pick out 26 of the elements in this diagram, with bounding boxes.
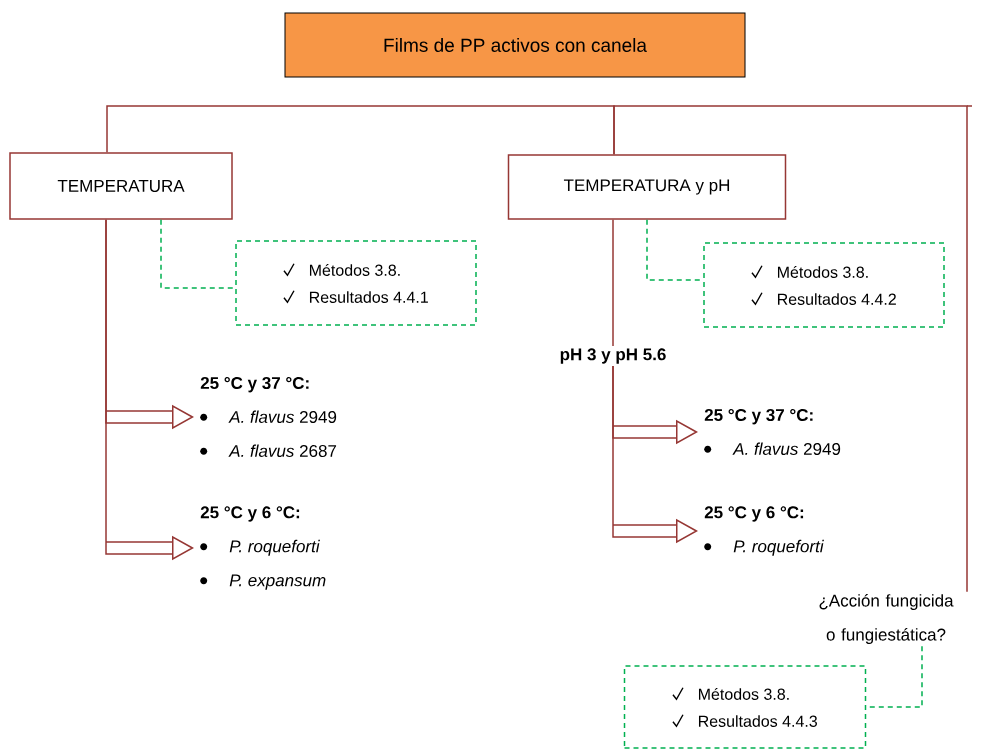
bullet-list: 25 °C y 6 °C: P. roqueforti (704, 506, 824, 556)
connector-line (612, 219, 614, 347)
question-text: ¿Acción fungicida o fungiestática? (819, 593, 954, 644)
node-label: A. flavus 2949 (228, 410, 337, 424)
node-label: P. roqueforti (229, 539, 320, 556)
category-box: TEMPERATURA (9, 152, 233, 220)
node-label: 25 °C y 6 °C: (704, 506, 804, 522)
node-label: 25 °C y 37 °C: (200, 376, 309, 393)
branch-label: pH 3 y pH 5.6 (560, 348, 666, 364)
reference-box: Métodos 3.8. Resultados 4.4.1 (235, 240, 477, 326)
node-label: A. flavus 2687 (228, 444, 337, 458)
node-label: 25 °C y 37 °C: (704, 408, 813, 425)
node-label: 25 °C y 6 °C: (200, 506, 300, 522)
connector-line (613, 105, 968, 593)
bullet-list: 25 °C y 37 °C: A. flavus 2949 A. flavus 2687 (200, 377, 337, 457)
bullet-list: 25 °C y 6 °C: P. roqueforti P. expansum (200, 506, 326, 590)
reference-box: Métodos 3.8. Resultados 4.4.3 (623, 665, 867, 749)
node-label: A. flavus 2949 (732, 442, 841, 456)
title-box: Films de PP activos con canela (284, 12, 746, 78)
node-label: P. expansum (229, 574, 326, 590)
reference-box: Métodos 3.8. Resultados 4.4.2 (703, 242, 945, 328)
connector-line (106, 105, 615, 155)
category-box: TEMPERATURA y pH (507, 154, 787, 220)
connector-line (160, 219, 236, 289)
node-label: P. roqueforti (733, 539, 824, 556)
bullet-list: 25 °C y 37 °C: A. flavus 2949 (704, 409, 841, 455)
